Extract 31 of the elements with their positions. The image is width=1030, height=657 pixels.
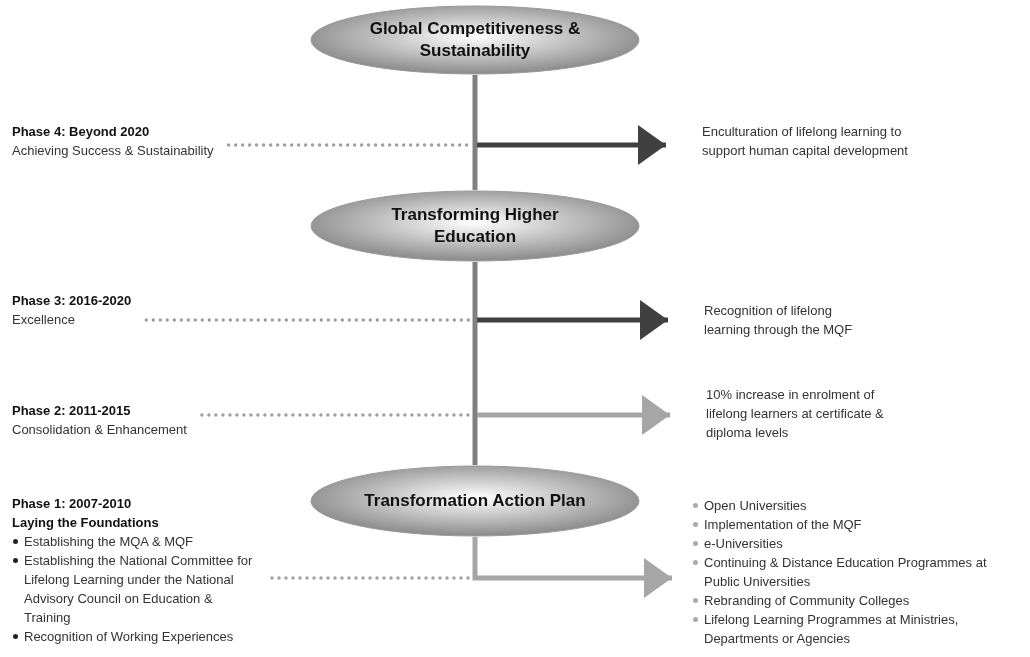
bullet-item: e-Universities: [692, 534, 1010, 553]
bullet-item: Establishing the MQA & MQF: [12, 532, 257, 551]
bullet-item: Open Universities: [692, 496, 1010, 515]
phase-heading: Phase 1: 2007-2010: [12, 495, 133, 513]
arrow: [477, 125, 666, 165]
bullet-item: Recognition of Working Experiences: [12, 627, 257, 646]
outcome-text: Recognition of lifelong learning through the MQF: [704, 301, 864, 339]
dotted-line: [144, 318, 473, 322]
arrow: [477, 300, 668, 340]
stage-title: Transformation Action Plan: [363, 490, 587, 512]
timeline-line: [472, 75, 478, 190]
bullet-item: Implementation of the MQF: [692, 515, 1010, 534]
phase-heading: Phase 2: 2011-2015: [12, 402, 132, 420]
arrow: [472, 537, 672, 598]
phase-description: Excellence: [12, 311, 76, 329]
bullet-item: Continuing & Distance Education Programmes at Public Universities: [692, 553, 1010, 591]
phase-description: Achieving Success & Sustainability: [12, 142, 214, 160]
phase-heading: Phase 3: 2016-2020: [12, 292, 132, 310]
dotted-line: [270, 576, 473, 580]
phase-description: Consolidation & Enhancement: [12, 421, 187, 439]
timeline-line: [472, 262, 478, 465]
bullet-item: Rebranding of Community Colleges: [692, 591, 1010, 610]
outcome-text: Enculturation of lifelong learning to support human capital development: [702, 122, 917, 160]
bullet-item: Lifelong Learning Programmes at Ministries, Departments or Agencies: [692, 610, 1010, 648]
phase-heading: Laying the Foundations: [12, 514, 160, 532]
bullet-item: Establishing the National Committee for Lifelong Learning under the National Advisory Council on Education & Training: [12, 551, 257, 627]
stage-title: Transforming Higher Education: [390, 204, 560, 248]
phase-heading: Phase 4: Beyond 2020: [12, 123, 151, 141]
outcome-text: 10% increase in enrolment of lifelong learners at certificate & diploma levels: [706, 385, 906, 442]
stage-title: Global Competitiveness & Sustainability: [368, 18, 582, 62]
arrow: [477, 395, 670, 435]
